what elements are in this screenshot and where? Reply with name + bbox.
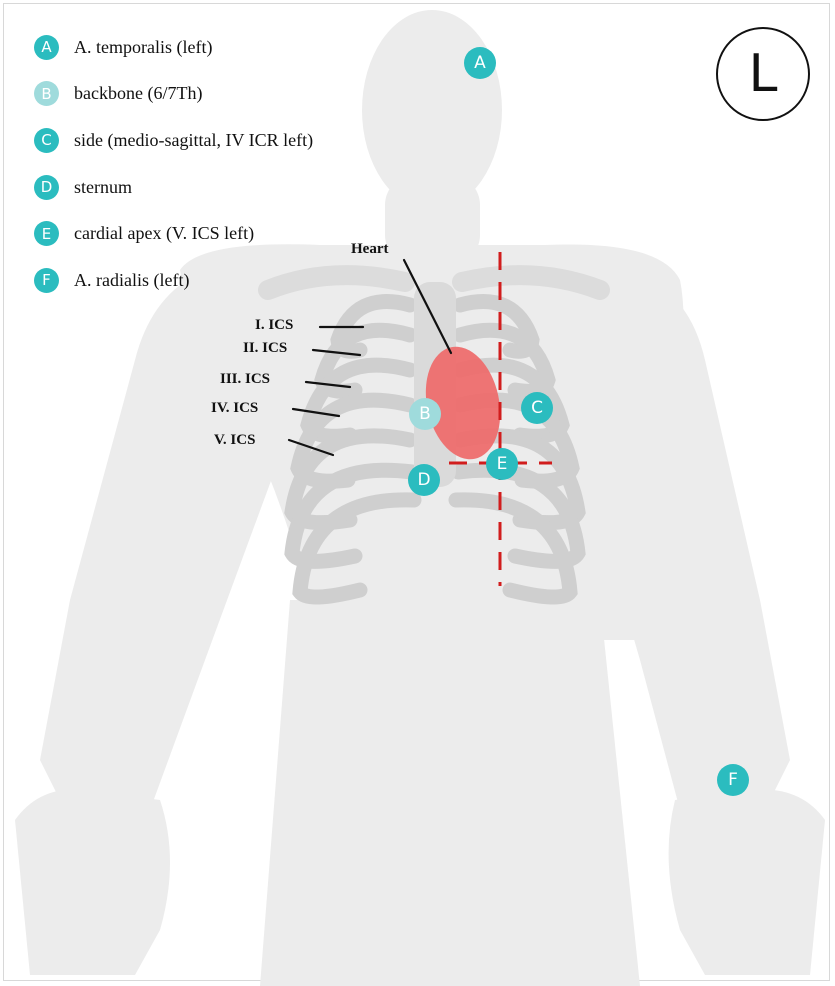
legend-item-a: A A. temporalis (left) xyxy=(34,24,313,71)
legend-label-e: cardial apex (V. ICS left) xyxy=(74,223,254,244)
legend-badge-d: D xyxy=(34,175,59,200)
legend-badge-e: E xyxy=(34,221,59,246)
legend-item-d: D sternum xyxy=(34,164,313,211)
legend-label-b: backbone (6/7Th) xyxy=(74,83,202,104)
legend-label-f: A. radialis (left) xyxy=(74,270,189,291)
marker-e-cardiac-apex: E xyxy=(486,448,518,480)
ics-label-4: IV. ICS xyxy=(211,400,258,417)
legend-badge-a: A xyxy=(34,35,59,60)
legend-item-e: E cardial apex (V. ICS left) xyxy=(34,210,313,257)
ics-label-5: V. ICS xyxy=(214,432,255,449)
ics-label-2: II. ICS xyxy=(243,340,287,357)
legend-label-c: side (medio-sagittal, IV ICR left) xyxy=(74,130,313,151)
heart-label: Heart xyxy=(351,241,388,258)
marker-d-sternum: D xyxy=(408,464,440,496)
marker-f-radial-artery: F xyxy=(717,764,749,796)
marker-b-backbone: B xyxy=(409,398,441,430)
marker-a-temporal-artery: A xyxy=(464,47,496,79)
legend-badge-c: C xyxy=(34,128,59,153)
ics-label-1: I. ICS xyxy=(255,317,293,334)
legend-item-c: C side (medio-sagittal, IV ICR left) xyxy=(34,117,313,164)
legend-label-a: A. temporalis (left) xyxy=(74,37,212,58)
orientation-indicator: L xyxy=(716,27,810,121)
marker-c-side: C xyxy=(521,392,553,424)
ics-label-3: III. ICS xyxy=(220,371,270,388)
legend-badge-f: F xyxy=(34,268,59,293)
legend-label-d: sternum xyxy=(74,177,132,198)
legend-item-f: F A. radialis (left) xyxy=(34,257,313,304)
legend: A A. temporalis (left) B backbone (6/7Th… xyxy=(34,24,313,304)
legend-badge-b: B xyxy=(34,81,59,106)
legend-item-b: B backbone (6/7Th) xyxy=(34,71,313,118)
